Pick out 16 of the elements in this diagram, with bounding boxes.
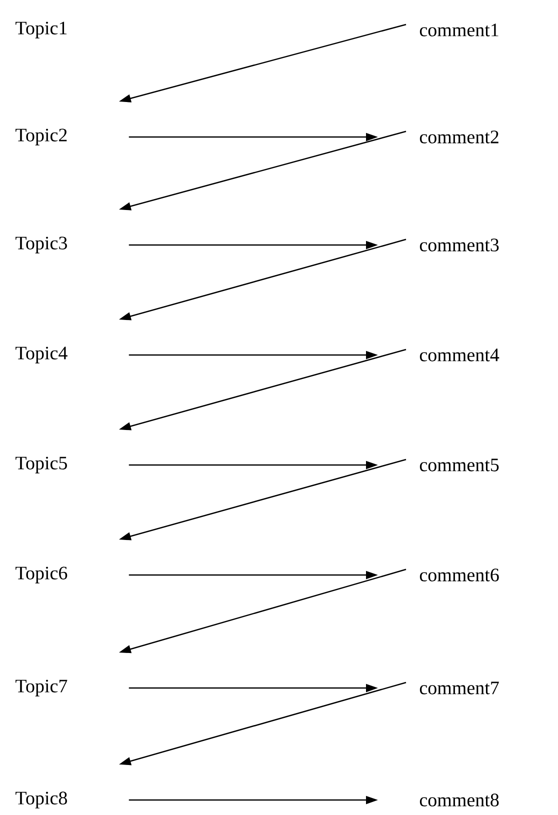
comment-label: comment2 bbox=[420, 130, 498, 144]
comment-label: comment4 bbox=[420, 348, 500, 362]
comment-label: comment3 bbox=[420, 238, 499, 252]
comment-label: comment8 bbox=[420, 794, 499, 806]
comment-label: comment1 bbox=[420, 24, 498, 36]
topic-label: Topic1 bbox=[16, 22, 67, 38]
topic-label: Topic4 bbox=[16, 346, 68, 364]
topic-label: Topic8 bbox=[16, 792, 67, 808]
topic-label: Topic2 bbox=[16, 128, 67, 146]
topic-label: Topic7 bbox=[16, 680, 68, 696]
comment-label: comment7 bbox=[420, 682, 499, 694]
topic-label: Topic5 bbox=[16, 456, 67, 474]
comment-label: comment5 bbox=[420, 458, 499, 472]
topic-label: Topic6 bbox=[16, 566, 68, 584]
comment-label: comment6 bbox=[420, 568, 499, 582]
topic-label: Topic3 bbox=[16, 236, 67, 254]
